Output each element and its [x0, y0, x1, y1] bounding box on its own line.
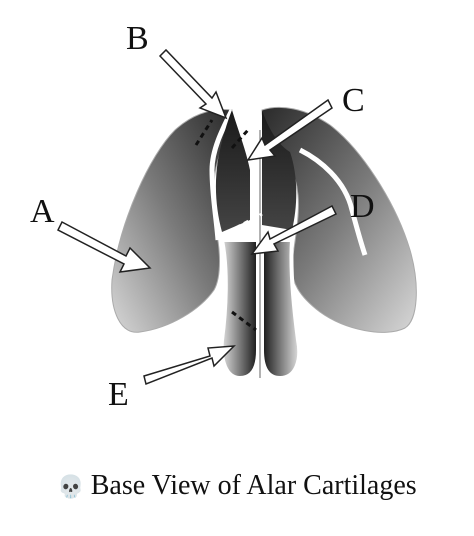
arrow-e: [143, 345, 236, 386]
dome-right: [262, 110, 297, 230]
dashed-line-b-left: [194, 119, 214, 146]
label-b: B: [126, 20, 149, 57]
arrow-c: [246, 98, 333, 161]
label-d: D: [350, 188, 375, 225]
label-c: C: [342, 82, 365, 119]
label-a: A: [30, 193, 55, 230]
left-rim: [209, 108, 235, 241]
dashed-line-b-right: [230, 129, 250, 149]
label-e: E: [108, 376, 129, 413]
dashed-line-e: [231, 310, 257, 332]
caption-text: Base View of Alar Cartilages: [90, 470, 417, 501]
dome-left: [215, 110, 250, 232]
dashed-line-d: [227, 212, 263, 234]
left-medial-crus: [219, 238, 260, 381]
arrow-d: [250, 204, 338, 255]
right-rim: [298, 147, 368, 256]
right-medial-crus: [260, 238, 302, 381]
alar-cartilage-diagram: [56, 48, 417, 386]
figure-caption: 💀Base View of Alar Cartilages: [0, 470, 474, 502]
arrow-b: [158, 48, 228, 120]
arrow-a: [56, 220, 152, 273]
skull-icon: 💀: [57, 475, 85, 500]
